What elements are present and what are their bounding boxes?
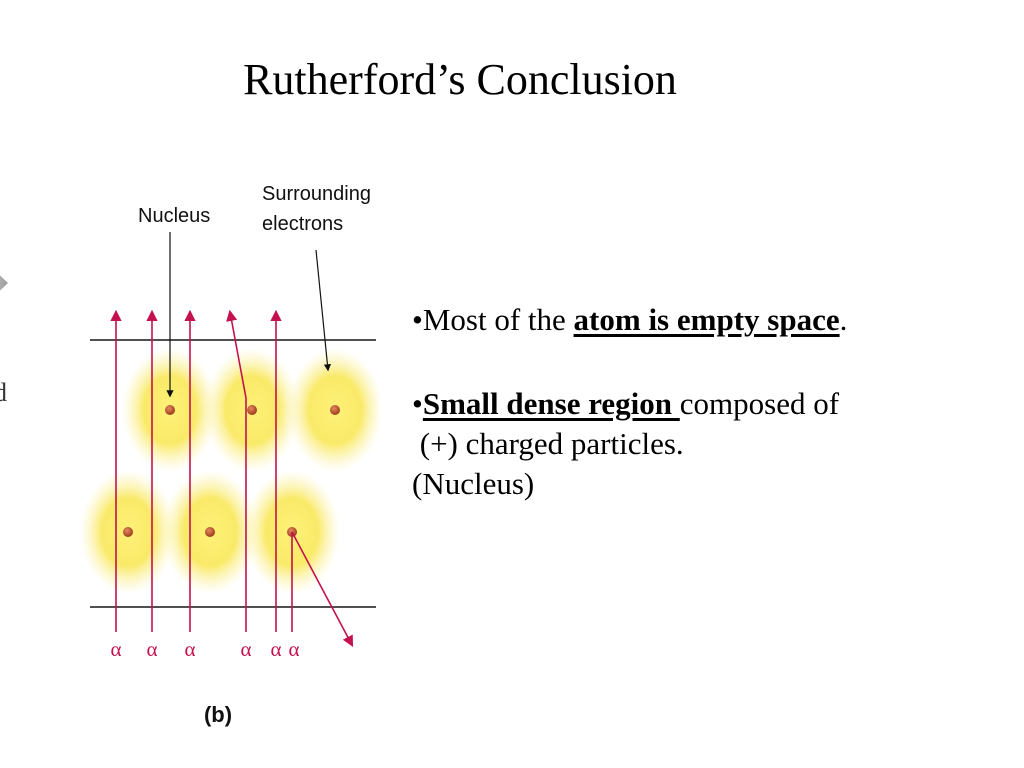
surrounding-electrons-label-line2: electrons	[262, 213, 343, 235]
nucleus-label: Nucleus	[138, 205, 210, 227]
nucleus-3	[330, 405, 340, 415]
electrons-pointer	[315, 249, 332, 372]
bullet-dense-region: •Small dense region composed of	[412, 386, 840, 421]
alpha-symbols: α α α α α α	[110, 637, 299, 661]
surrounding-electrons-label-line1: Surrounding	[262, 183, 371, 205]
nuclei	[123, 405, 340, 537]
diagram-caption: (b)	[204, 702, 232, 727]
rutherford-scattering-diagram: Nucleus Surrounding electrons α α α α α …	[80, 183, 380, 727]
nucleus-1	[165, 405, 175, 415]
electron-clouds	[80, 348, 380, 594]
nucleus-4	[123, 527, 133, 537]
alpha-tracks	[110, 309, 354, 647]
bullet-dense-region-line3: (Nucleus)	[412, 466, 535, 501]
conclusion-bullets: •Most of the atom is empty space. •Small…	[412, 300, 1012, 504]
emphasis-dense-region: Small dense region	[422, 386, 680, 421]
nucleus-5	[205, 527, 215, 537]
emphasis-empty-space: atom is empty space	[573, 302, 840, 337]
alpha-symbol-3: α	[184, 637, 195, 661]
alpha-track-6	[291, 531, 354, 647]
cropped-arrow-shape	[0, 262, 8, 304]
alpha-symbol-6: α	[288, 637, 299, 661]
alpha-symbol-4: α	[240, 637, 251, 661]
alpha-symbol-1: α	[110, 637, 121, 661]
cropped-edge-text: d	[0, 378, 7, 407]
alpha-track-4	[226, 309, 247, 632]
bullet-dense-region-line2: (+) charged particles.	[412, 426, 684, 461]
alpha-symbol-5: α	[270, 637, 281, 661]
nucleus-2	[247, 405, 257, 415]
alpha-symbol-2: α	[146, 637, 157, 661]
slide-title: Rutherford’s Conclusion	[243, 55, 677, 104]
bullet-empty-space: •Most of the atom is empty space.	[412, 302, 848, 337]
